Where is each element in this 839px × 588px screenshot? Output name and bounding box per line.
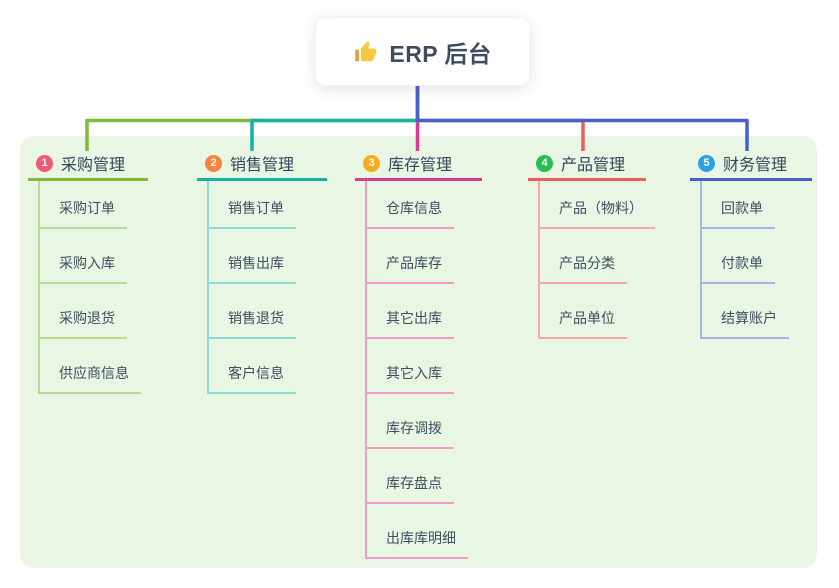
branch-label: 销售管理 [230,157,295,174]
child-item[interactable]: 供应商信息 [40,339,148,394]
child-item-label: 客户信息 [209,363,296,394]
child-item[interactable]: 付款单 [702,229,812,284]
branch-children: 采购订单采购入库采购退货供应商信息 [38,181,148,394]
child-item-label: 产品（物料） [540,198,655,229]
child-item-label: 付款单 [702,253,775,284]
child-item-label: 结算账户 [702,308,789,339]
child-item-label: 销售退货 [209,308,296,339]
branch-label: 采购管理 [61,157,126,174]
branch-number-badge: 4 [536,154,553,172]
branches-panel [20,136,817,568]
child-item-label: 其它入库 [367,363,454,394]
child-item-label: 采购退货 [40,308,127,339]
child-item[interactable]: 库存盘点 [367,449,482,504]
child-item[interactable]: 产品（物料） [540,181,655,229]
child-item[interactable]: 产品分类 [540,229,646,284]
branch-3: 3 库存管理 仓库信息产品库存其它出库其它入库库存调拨库存盘点出库库明细 [355,148,482,559]
branch-number-badge: 2 [205,154,222,172]
branch-number-badge: 1 [36,154,53,172]
branch-label: 产品管理 [561,157,626,174]
child-item-label: 采购订单 [40,198,127,229]
child-item-label: 销售出库 [209,253,296,284]
child-item[interactable]: 产品库存 [367,229,482,284]
branch-header[interactable]: 4 产品管理 [528,148,646,181]
child-item[interactable]: 销售订单 [209,181,327,229]
child-item-label: 库存调拨 [367,418,454,449]
connector-branch-2 [250,84,420,151]
child-item-label: 供应商信息 [40,363,141,394]
child-item-label: 产品单位 [540,308,627,339]
child-item-label: 采购入库 [40,253,127,284]
connector-branch-4 [415,84,585,151]
branch-label: 库存管理 [388,157,453,174]
branch-number-badge: 3 [363,154,380,172]
branch-children: 产品（物料） 产品分类产品单位 [538,181,655,339]
child-item-label: 产品分类 [540,253,627,284]
child-item[interactable]: 其它入库 [367,339,482,394]
branch-1: 1 采购管理 采购订单采购入库采购退货供应商信息 [28,148,148,394]
branch-header[interactable]: 1 采购管理 [28,148,148,181]
branch-header[interactable]: 2 销售管理 [197,148,327,181]
child-item[interactable]: 客户信息 [209,339,327,394]
child-item-label: 销售订单 [209,198,296,229]
child-item[interactable]: 回款单 [702,181,812,229]
child-item-label: 其它出库 [367,308,454,339]
child-item[interactable]: 销售出库 [209,229,327,284]
branch-header[interactable]: 5 财务管理 [690,148,812,181]
child-item[interactable]: 销售退货 [209,284,327,339]
child-item[interactable]: 采购入库 [40,229,148,284]
child-item[interactable]: 其它出库 [367,284,482,339]
branch-header[interactable]: 3 库存管理 [355,148,482,181]
child-item-label: 库存盘点 [367,473,454,504]
child-item[interactable]: 仓库信息 [367,181,482,229]
child-item[interactable]: 库存调拨 [367,394,482,449]
child-item[interactable]: 出库库明细 [367,504,482,559]
child-item-label: 回款单 [702,198,775,229]
thumbs-up-icon [353,39,379,65]
root-node[interactable]: ERP 后台 [315,17,530,86]
child-item[interactable]: 产品单位 [540,284,646,339]
branch-children: 仓库信息产品库存其它出库其它入库库存调拨库存盘点出库库明细 [365,181,482,559]
branch-children: 销售订单销售出库销售退货客户信息 [207,181,327,394]
branch-label: 财务管理 [723,157,788,174]
child-item-label: 产品库存 [367,253,454,284]
connector-branch-5 [415,84,749,151]
root-node-title: ERP 后台 [389,40,492,67]
branch-number-badge: 5 [698,154,715,172]
branch-children: 回款单付款单结算账户 [700,181,812,339]
branch-2: 2 销售管理 销售订单销售出库销售退货客户信息 [197,148,327,394]
branch-5: 5 财务管理 回款单付款单结算账户 [690,148,812,339]
child-item-label: 仓库信息 [367,198,454,229]
branch-4: 4 产品管理 产品（物料） 产品分类产品单位 [528,148,655,339]
child-item[interactable]: 结算账户 [702,284,812,339]
child-item[interactable]: 采购退货 [40,284,148,339]
child-item-label: 出库库明细 [367,528,468,559]
child-item[interactable]: 采购订单 [40,181,148,229]
